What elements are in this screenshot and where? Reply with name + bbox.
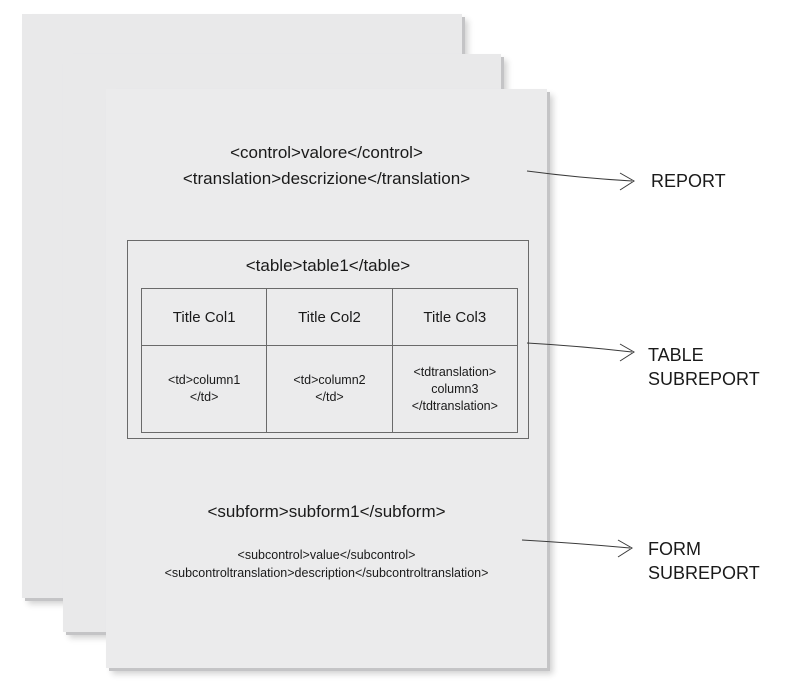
- column-title-3: Title Col3: [391, 288, 519, 346]
- form-subreport-label: FORM SUBREPORT: [648, 537, 788, 585]
- translation-tag-text: <translation>descrizione</translation>: [182, 169, 471, 188]
- subform-tag-heading: <subform>subform1</subform>: [207, 502, 446, 521]
- table-cell-2: <td>column2 </td>: [266, 345, 393, 433]
- subcontrol-tag-text: <subcontrol>value</subcontrol>: [237, 548, 416, 562]
- form-label-line-2: SUBREPORT: [648, 563, 760, 583]
- control-tag-text: <control>valore</control>: [230, 143, 423, 162]
- cell-1-line-1: <td>column1: [168, 373, 241, 387]
- cell-2-line-2: </td>: [315, 390, 344, 404]
- cell-1-line-2: </td>: [189, 390, 219, 404]
- table-arrow: [526, 342, 633, 353]
- column-title-1: Title Col1: [140, 288, 268, 346]
- report-label: REPORT: [651, 171, 726, 191]
- table-label-line-2: SUBREPORT: [648, 369, 760, 389]
- cell-3-line-2: column3: [431, 381, 479, 396]
- table-cell-1: <td>column1 </td>: [140, 345, 268, 433]
- table-arrow-head: [619, 343, 635, 362]
- inner-table: Title Col1 Title Col2 Title Col3 <td>col…: [140, 288, 519, 433]
- form-arrow-head: [617, 539, 633, 558]
- subcontrol-translation-tag-text: <subcontroltranslation>description</subc…: [164, 566, 489, 580]
- table-subreport-frame: [127, 240, 529, 439]
- table-header-row: Title Col1 Title Col2 Title Col3: [140, 288, 519, 346]
- report-arrow: [526, 170, 633, 182]
- report-arrow-head: [619, 172, 635, 191]
- table-tag-heading: <table>table1</table>: [245, 256, 411, 275]
- cell-3-line-1: <tdtranslation>: [413, 364, 497, 379]
- column-title-2: Title Col2: [266, 288, 393, 346]
- cell-3-line-3: </tdtranslation>: [411, 398, 498, 413]
- form-arrow: [521, 539, 631, 549]
- table-cell-3: <tdtranslation> column3 </tdtranslation>: [391, 345, 519, 433]
- table-subreport-label: TABLE SUBREPORT: [648, 343, 788, 391]
- cell-2-line-1: <td>column2: [293, 373, 366, 387]
- table-body-row: <td>column1 </td> <td>column2 </td> <tdt…: [140, 345, 519, 433]
- form-label-line-1: FORM: [648, 539, 701, 559]
- table-label-line-1: TABLE: [648, 345, 704, 365]
